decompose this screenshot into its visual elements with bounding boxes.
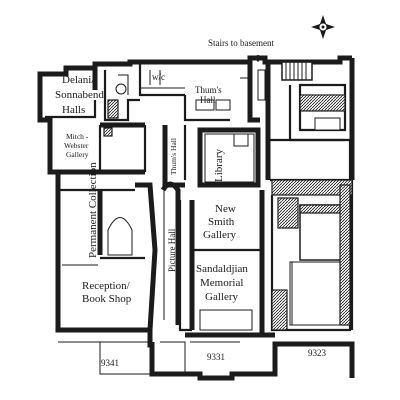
address-9341: 9341	[101, 358, 119, 368]
new-smith-label-3: Gallery	[203, 229, 236, 241]
library-label: Library	[213, 149, 225, 182]
picture-hall-walls	[160, 181, 192, 332]
reception-label-1: Reception/	[82, 280, 131, 292]
new-smith-label-2: Smith	[208, 216, 235, 228]
library-walls	[162, 125, 261, 188]
wc-area	[138, 64, 185, 97]
thums-hall-label-2: Hall	[200, 95, 216, 105]
wc-label: w/c	[152, 72, 165, 82]
compass-rose-icon	[311, 15, 335, 39]
delani-label-3: Halls	[62, 104, 85, 116]
mitch-label-2: Webster	[64, 141, 89, 150]
building-outline	[37, 55, 355, 381]
permanent-collection-label: Permanent Collection	[87, 162, 99, 258]
sandaldjian-label-1: Sandaldjian	[196, 263, 248, 275]
smith-sandaldjian-walls	[160, 190, 275, 374]
permanent-collection-walls	[58, 182, 158, 331]
east-hatched-rooms	[270, 179, 353, 332]
reception-label-2: Book Shop	[82, 293, 132, 305]
thums-hall-walls	[183, 64, 266, 123]
address-9331: 9331	[207, 352, 225, 362]
stairs-label: Stairs to basement	[208, 38, 274, 48]
new-smith-label-1: New	[215, 203, 236, 215]
delani-label-2: Sonnabend	[55, 89, 104, 101]
sandaldjian-label-2: Memorial	[200, 277, 243, 289]
address-9323: 9323	[308, 348, 327, 358]
thums-hall-vertical-label: Thum's Hall	[169, 138, 178, 175]
mitch-label-3: Gallery	[66, 150, 89, 159]
thums-hall-label-1: Thum's	[195, 85, 222, 95]
mitch-label-1: Mitch -	[66, 132, 89, 141]
delani-label-1: Delani/	[62, 74, 95, 86]
picture-hall-label: Picture Hall	[167, 228, 177, 272]
stairs-basement-icon	[249, 55, 313, 81]
sandaldjian-label-3: Gallery	[205, 291, 238, 303]
delani-sonnabend-walls	[45, 70, 140, 122]
east-top-rooms	[265, 62, 352, 182]
mitch-webster-walls	[58, 122, 147, 175]
